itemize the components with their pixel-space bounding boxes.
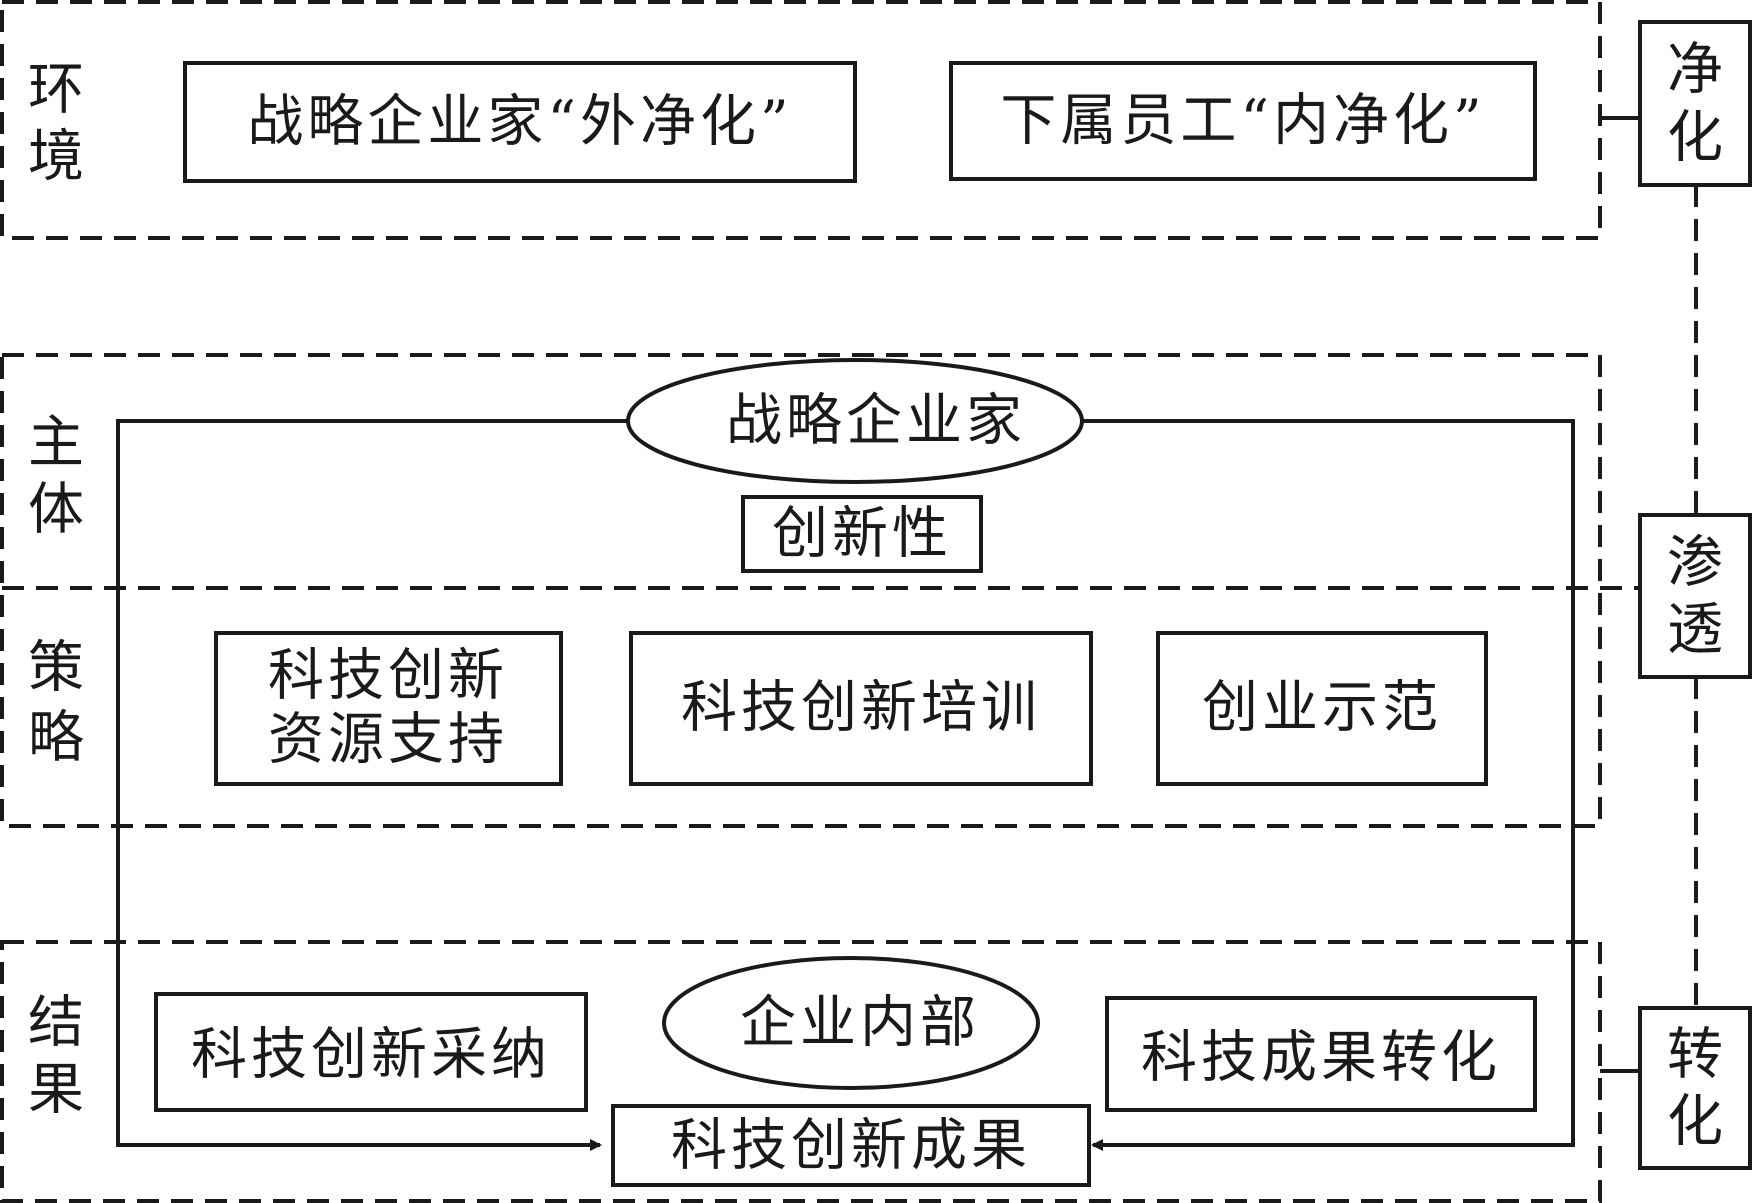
permeate-text-char-2: 透 xyxy=(1667,598,1723,663)
purify-text-char-1: 净 xyxy=(1667,38,1723,103)
entrepreneurship-demo-box xyxy=(1156,631,1488,786)
enterprise-internal-ellipse xyxy=(662,956,1040,1090)
environment-label-char-1: 环 xyxy=(28,58,84,123)
enterprise-internal-text: 企业内部 xyxy=(740,991,980,1056)
environment-section-frame xyxy=(0,0,1602,240)
transform-text-char-2: 化 xyxy=(1667,1090,1723,1155)
entrepreneurship-demo-text: 创业示范 xyxy=(1202,676,1442,741)
achievement-transformation-text: 科技成果转化 xyxy=(1141,1026,1501,1091)
subject-label-char-2: 体 xyxy=(28,478,84,543)
purify-text-char-2: 化 xyxy=(1667,106,1723,171)
result-section-frame xyxy=(0,940,1602,1203)
innovativeness-text: 创新性 xyxy=(772,502,952,567)
innovation-training-box xyxy=(629,631,1093,786)
internal-purify-text: 下属员工“内净化” xyxy=(1000,89,1485,154)
strategy-label-char-1: 策 xyxy=(28,636,84,701)
resource-support-text-line-2: 资源支持 xyxy=(268,708,508,773)
strategic-entrepreneur-ellipse xyxy=(626,358,1084,484)
external-purify-text: 战略企业家“外净化” xyxy=(247,90,792,155)
transform-side-box xyxy=(1638,1006,1752,1170)
environment-label-char-2: 境 xyxy=(28,125,84,190)
subject-label-char-1: 主 xyxy=(28,411,84,476)
innovation-adoption-text: 科技创新采纳 xyxy=(191,1023,551,1088)
loop-left-path xyxy=(116,419,628,1151)
strategy-label-char-2: 略 xyxy=(28,706,84,771)
resource-support-text-line-1: 科技创新 xyxy=(268,644,508,709)
subject-strategy-section-frame xyxy=(0,353,1602,828)
innovativeness-box xyxy=(741,495,983,573)
transform-text-char-1: 转 xyxy=(1667,1023,1723,1088)
innovation-adoption-box xyxy=(154,992,588,1112)
result-label-char-2: 果 xyxy=(28,1058,84,1123)
result-label-char-1: 结 xyxy=(28,991,84,1056)
innovation-outcome-box xyxy=(611,1104,1091,1187)
subordinate-internal-purify-box xyxy=(949,61,1537,181)
loop-right-path xyxy=(1083,419,1575,1151)
purify-side-box xyxy=(1638,20,1752,187)
strategic-entrepreneur-text: 战略企业家 xyxy=(726,389,1026,454)
permeate-text-char-1: 渗 xyxy=(1667,531,1723,596)
achievement-transformation-box xyxy=(1105,996,1537,1112)
strategic-entrepreneur-external-purify-box xyxy=(183,61,857,183)
innovation-outcome-text: 科技创新成果 xyxy=(671,1114,1031,1179)
permeate-side-box xyxy=(1638,513,1752,679)
resource-support-box xyxy=(214,631,563,786)
innovation-training-text: 科技创新培训 xyxy=(681,676,1041,741)
